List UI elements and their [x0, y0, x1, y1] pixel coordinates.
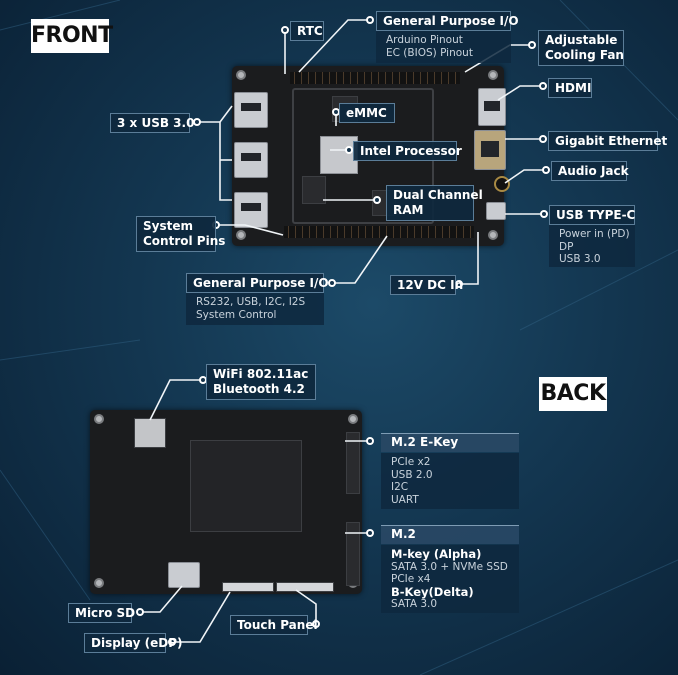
label-line: RAM: [393, 203, 424, 217]
detail-line: SATA 3.0 + NVMe SSD: [391, 560, 508, 573]
callout-dot: [455, 280, 463, 288]
mounting-hole: [94, 414, 104, 424]
front-board: [232, 66, 510, 246]
usb-port: [234, 92, 268, 128]
label-12v-dc-in: 12V DC In: [390, 275, 463, 295]
ethernet-port: [474, 130, 506, 170]
detail-line: System Control: [196, 308, 277, 321]
label-gpio-bottom: General Purpose I/O: [186, 273, 329, 293]
mounting-hole: [348, 414, 358, 424]
mounting-hole: [488, 230, 498, 240]
label-line: Adjustable: [545, 33, 618, 47]
label-ram: Dual Channel RAM: [386, 185, 483, 221]
mounting-hole: [488, 70, 498, 80]
detail-line: EC (BIOS) Pinout: [386, 46, 473, 59]
label-display-edp: Display (eDP): [84, 633, 183, 653]
mounting-hole: [236, 70, 246, 80]
callout-dot: [193, 118, 201, 126]
label-audio-jack: Audio Jack: [551, 161, 629, 181]
detail-line: SATA 3.0: [391, 598, 438, 610]
detail-line: USB 2.0: [391, 468, 433, 481]
wifi-module: [134, 418, 166, 448]
usb-type-c-details: Power in (PD) DP USB 3.0: [549, 225, 635, 267]
callout-dot: [542, 166, 550, 174]
label-usb-type-c: USB TYPE-C: [549, 205, 635, 225]
hdmi-port: [478, 88, 506, 126]
label-wifi-bluetooth: WiFi 802.11ac Bluetooth 4.2: [206, 364, 316, 400]
label-cooling-fan: Adjustable Cooling Fan: [538, 30, 624, 66]
m2-m-key-slot: [346, 522, 360, 586]
label-m2-e-key: M.2 E-Key: [381, 433, 519, 452]
callout-dot: [373, 196, 381, 204]
mounting-hole: [236, 230, 246, 240]
gpio-bottom-details: RS232, USB, I2C, I2S System Control: [186, 293, 324, 325]
label-touch-panel: Touch Panel: [230, 615, 318, 635]
label-m2: M.2: [381, 525, 519, 544]
usb-c-port: [486, 202, 506, 220]
detail-line: PCIe x2: [391, 456, 431, 468]
detail-line: UART: [391, 493, 419, 506]
usb-port: [234, 142, 268, 178]
label-system-control-pins: System Control Pins: [136, 216, 226, 252]
label-micro-sd: Micro SD: [68, 603, 135, 623]
edp-connector: [222, 582, 274, 592]
label-line: Control Pins: [143, 234, 226, 248]
callout-dot: [312, 620, 320, 628]
back-board: [90, 410, 362, 594]
usb-port: [234, 192, 268, 228]
detail-line: RS232, USB, I2C, I2S: [196, 296, 306, 308]
callout-dot: [281, 26, 289, 34]
m2-details: M-key (Alpha) SATA 3.0 + NVMe SSD PCIe x…: [381, 545, 519, 613]
ram-chip: [302, 176, 326, 204]
gpio-top-header: [290, 72, 460, 84]
callout-dot: [366, 437, 374, 445]
label-line: WiFi 802.11ac: [213, 367, 309, 381]
label-line: Bluetooth 4.2: [213, 382, 305, 396]
m2-slot-area: [190, 440, 302, 532]
label-line: Cooling Fan: [545, 48, 624, 62]
micro-sd-slot: [168, 562, 200, 588]
m2-e-key-slot: [346, 432, 360, 494]
label-emmc: eMMC: [339, 103, 395, 123]
callout-dot: [528, 41, 536, 49]
detail-line: I2C: [391, 481, 409, 493]
detail-line: PCIe x4: [391, 573, 431, 585]
label-usb3: 3 x USB 3.0: [110, 113, 194, 133]
detail-line: USB 3.0: [559, 253, 601, 265]
back-title: BACK: [539, 377, 607, 411]
b-key-title: B-Key(Delta): [391, 584, 474, 599]
detail-line: DP: [559, 240, 574, 253]
callout-dot: [539, 82, 547, 90]
gpio-top-details: Arduino Pinout EC (BIOS) Pinout: [376, 31, 511, 63]
label-gpio-top: General Purpose I/O: [376, 11, 519, 31]
callout-dot: [366, 529, 374, 537]
callout-dot: [168, 638, 176, 646]
m2-e-key-details: PCIe x2 USB 2.0 I2C UART: [381, 453, 519, 509]
touch-panel-connector: [276, 582, 334, 592]
audio-jack-port: [494, 176, 510, 192]
callout-dot: [366, 16, 374, 24]
label-hdmi: HDMI: [548, 78, 592, 98]
callout-dot: [136, 608, 144, 616]
label-line: Dual Channel: [393, 188, 483, 202]
callout-dot: [539, 135, 547, 143]
label-ethernet: Gigabit Ethernet: [548, 131, 667, 151]
label-line: System: [143, 219, 193, 233]
callout-dot: [540, 210, 548, 218]
callout-dot: [345, 146, 353, 154]
cpu-die: [320, 136, 358, 174]
mounting-hole: [94, 578, 104, 588]
detail-line: Arduino Pinout: [386, 34, 463, 46]
label-intel-processor: Intel Processor: [353, 141, 462, 161]
callout-dot: [328, 279, 336, 287]
m-key-title: M-key (Alpha): [391, 547, 482, 561]
gpio-bottom-header: [284, 226, 474, 238]
label-rtc: RTC: [290, 21, 324, 41]
detail-line: Power in (PD): [559, 228, 630, 240]
front-title: FRONT: [31, 19, 113, 53]
